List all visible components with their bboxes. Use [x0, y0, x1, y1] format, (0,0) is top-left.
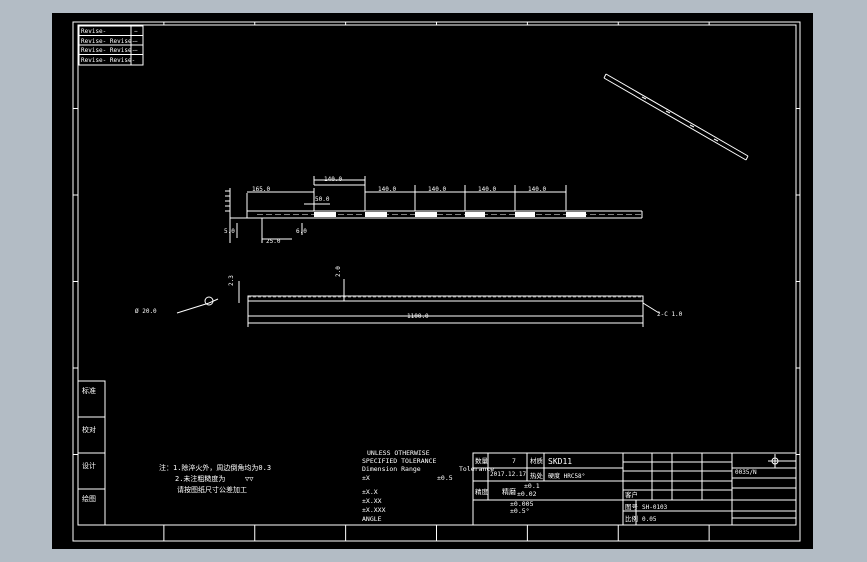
tolerance-val-5: ±0.5°	[510, 507, 530, 515]
dim-165: 165.0	[252, 186, 270, 193]
dim-1100: 1100.0	[407, 313, 429, 320]
title-scale-label: 比例	[625, 514, 638, 523]
title-date: 2017.12.17	[490, 471, 527, 478]
title-qty: 7	[512, 457, 516, 465]
title-hardness-label: 热处	[530, 471, 544, 480]
signoff-design: 设计	[82, 461, 96, 470]
signoff-draw: 绘图	[82, 494, 96, 503]
dim-5: 5.0	[224, 228, 235, 235]
part-side-view	[176, 279, 660, 327]
revision-row-2-mark: −	[134, 38, 138, 45]
rod-isometric-view	[603, 73, 749, 161]
title-qty-label: 数量	[475, 456, 489, 465]
dim-2-3: 2.3	[228, 275, 235, 286]
title-block	[472, 452, 797, 526]
tolerance-heading-2: SPECIFIED TOLERANCE	[362, 457, 436, 465]
signoff-column	[77, 380, 106, 526]
dim-140-4: 140.0	[478, 186, 496, 193]
title-hardness: 硬度 HRC58°	[548, 472, 585, 480]
note-line-3: 请按图纸尺寸公差加工	[177, 485, 247, 494]
title-accuracy: 精磨	[502, 487, 516, 496]
dim-140-5: 140.0	[528, 186, 546, 193]
signoff-standard: 标准	[82, 386, 96, 395]
revision-row-3-mark: −	[134, 47, 138, 54]
tolerance-val-1: ±0.5	[437, 474, 453, 482]
tolerance-key-3: ±X.XX	[362, 497, 382, 505]
cad-drawing: Revise- Revise- Revise- Revise- Revise- …	[72, 21, 801, 542]
note-line-2: 2.未注粗糙度为	[175, 474, 225, 483]
revision-row-1-mark: −	[134, 28, 138, 35]
title-drawing-no: SH-0103	[642, 504, 668, 511]
dim-140-3: 140.0	[428, 186, 446, 193]
title-material-label: 材质	[530, 456, 544, 465]
note-line-1: 注：1.除淬火外，周边倒角均为0.3	[159, 463, 271, 472]
tolerance-heading-1: UNLESS OTHERWISE	[367, 449, 430, 457]
signoff-check: 校对	[82, 425, 96, 434]
revision-table: Revise- Revise- Revise- Revise- Revise- …	[78, 25, 144, 66]
revision-row-3-label: Revise- Revise-	[81, 47, 135, 54]
tolerance-val-4: ±0.005	[510, 500, 534, 508]
title-right-code: 0035/N	[735, 469, 757, 476]
revision-row-4-label: Revise- Revise-	[81, 57, 135, 64]
tolerance-label: Tolerance	[459, 465, 494, 473]
dim-140-2: 140.0	[378, 186, 396, 193]
tolerance-key-4: ±X.XXX	[362, 506, 386, 514]
tolerance-key-5: ANGLE	[362, 515, 382, 523]
title-customer-label: 客户	[625, 490, 638, 499]
revision-row-2-label: Revise- Revise-	[81, 38, 135, 45]
roughness-symbol: ▽▽	[245, 475, 254, 483]
revision-row-1-label: Revise-	[81, 28, 106, 35]
tolerance-key-1: ±X	[362, 474, 370, 482]
title-accuracy-label: 精度	[475, 487, 489, 496]
drawing-sheet: Revise- Revise- Revise- Revise- Revise- …	[52, 13, 813, 549]
part-top-view	[225, 176, 643, 243]
tolerance-val-2: ±0.1	[524, 482, 540, 490]
tolerance-range-label: Dimension Range	[362, 465, 421, 473]
dim-140-1: 140.0	[324, 176, 342, 183]
frame-zone-ticks	[73, 22, 800, 541]
dim-2-0: 2.0	[335, 266, 342, 277]
dim-25: 25.0	[266, 238, 281, 245]
dim-6: 6.0	[296, 228, 307, 235]
dim-diameter: Ø 20.0	[135, 308, 157, 315]
dim-50: 50.0	[315, 196, 330, 203]
title-material: SKD11	[548, 457, 572, 466]
dim-chamfer: 2-C 1.0	[657, 311, 683, 318]
tolerance-key-2: ±X.X	[362, 488, 378, 496]
tolerance-val-3: ±0.02	[517, 490, 537, 498]
title-scale: 0.05	[642, 516, 657, 523]
inner-frame	[77, 24, 797, 526]
title-drawing-no-label: 图号	[625, 503, 639, 511]
